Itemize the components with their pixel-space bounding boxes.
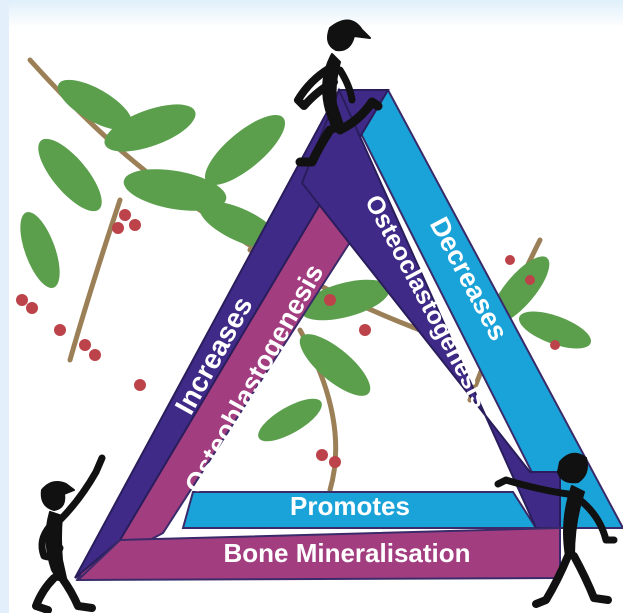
left-edge-strip [0,0,9,613]
coffee-plant-background [16,57,592,493]
purple-band-left-outer [74,89,390,579]
coffee-leaves [20,79,592,442]
magenta-band-bottom-outer [75,526,561,582]
cyan-band-bottom-inner [181,491,538,529]
top-gradient-band [9,0,623,28]
label-promotes: Promotes [290,491,410,521]
stick-figure-top [294,19,383,167]
label-bone-mineralisation: Bone Mineralisation [223,538,470,568]
stick-figure-bottom-right [494,452,618,608]
impossible-triangle [74,87,623,582]
stick-figure-bottom-left [32,454,106,613]
